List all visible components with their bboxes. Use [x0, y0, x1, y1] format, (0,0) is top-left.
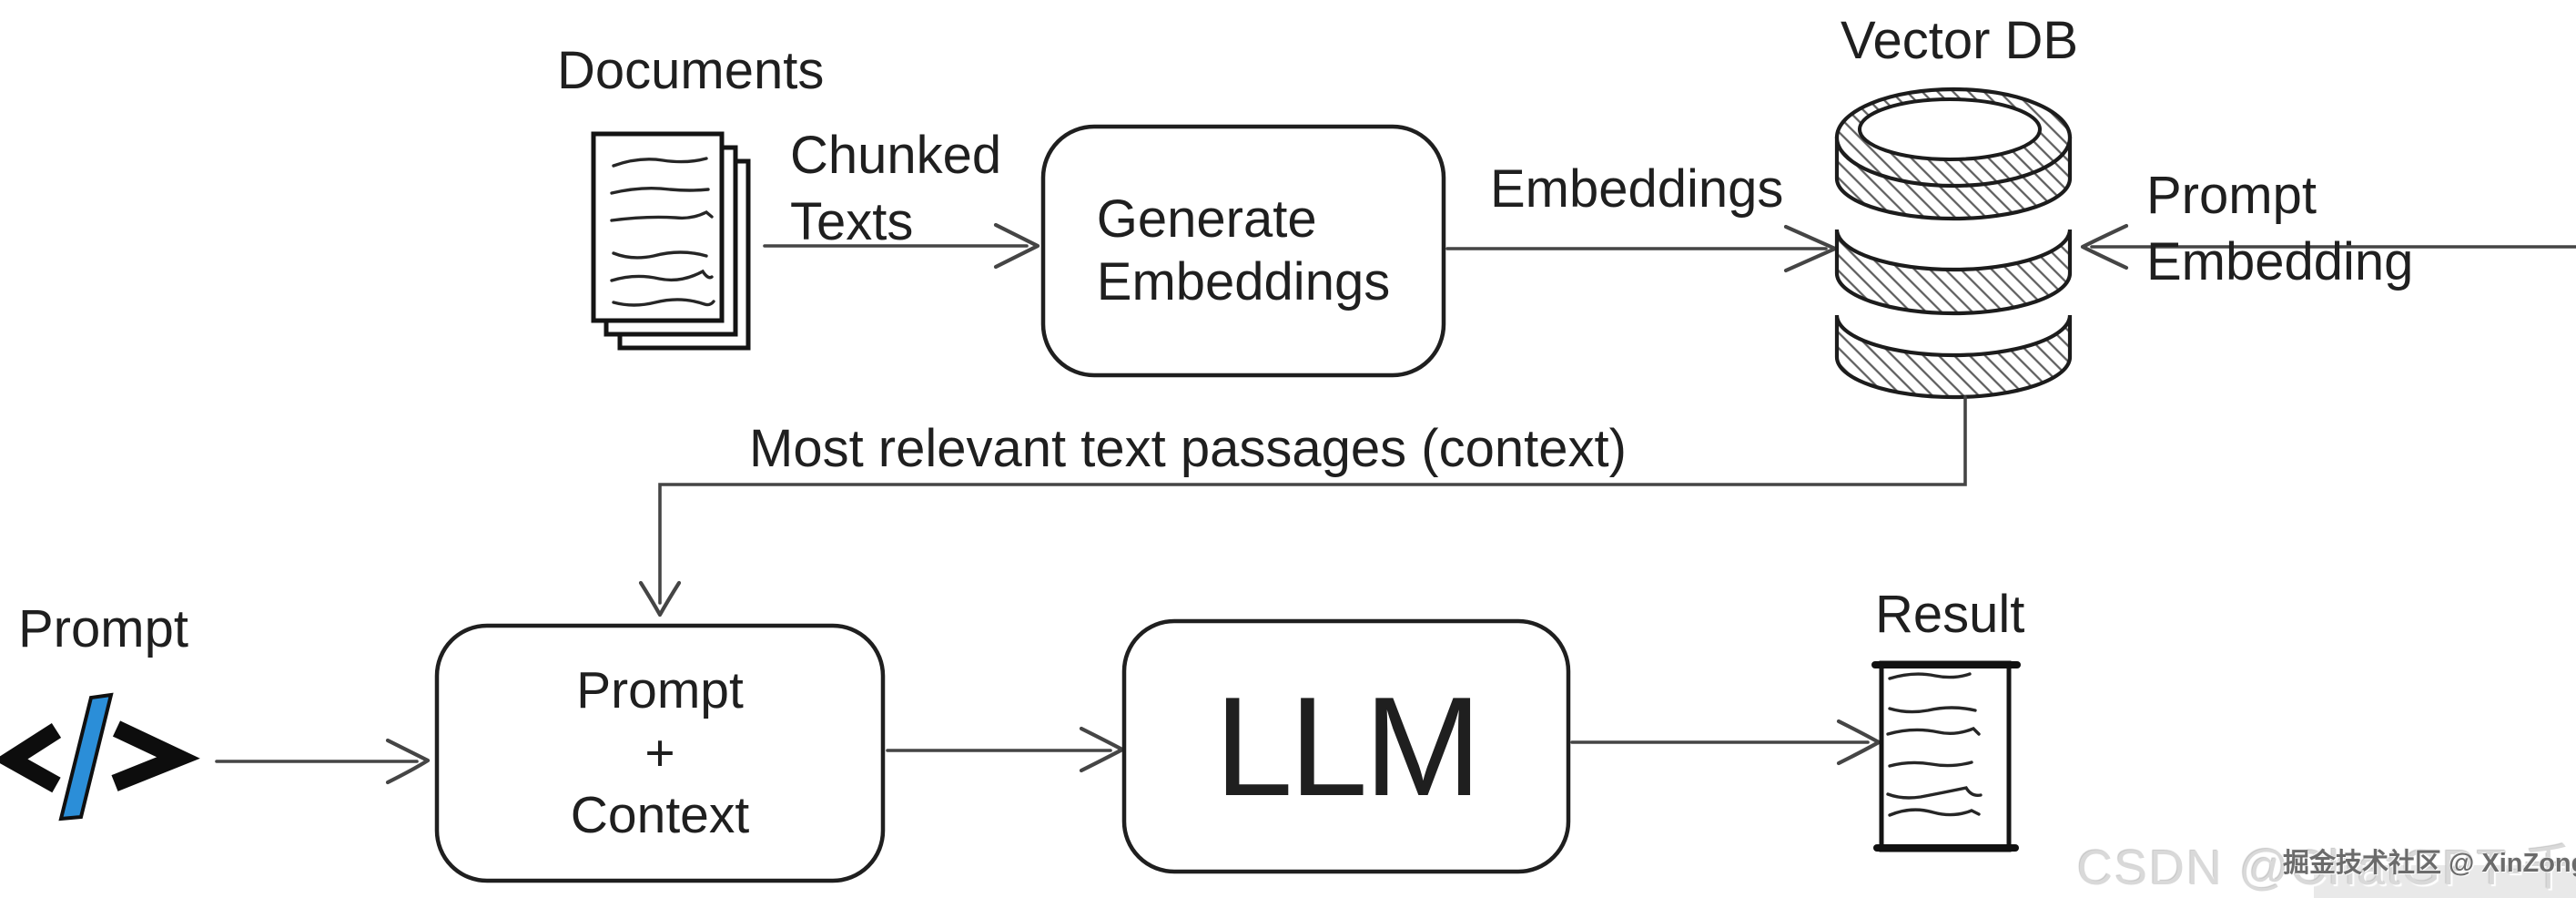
embeddings-label: Embeddings — [1490, 159, 1784, 219]
generate-embeddings-box — [1040, 124, 1446, 378]
context-connector — [638, 395, 1967, 617]
prompt-context-label: Prompt + Context — [437, 626, 883, 881]
prompt-arrow — [215, 738, 431, 785]
context-passages-label: Most relevant text passages (context) — [749, 419, 1627, 478]
llm-text: LLM — [1214, 668, 1482, 825]
documents-label: Documents — [557, 41, 825, 100]
result-icon — [1871, 660, 2021, 852]
context-llm-arrow — [886, 726, 1125, 773]
embeddings-arrow — [1445, 224, 1838, 273]
prompt-context-text: Prompt + Context — [570, 661, 750, 845]
code-icon — [0, 692, 200, 821]
vector-db-icon — [1834, 87, 2073, 400]
watermark-band — [2314, 865, 2576, 898]
watermark-csdn: CSDN @ChatGPT-千鑫 — [2077, 841, 2576, 895]
chunked-texts-label: Chunked Texts — [790, 126, 1002, 252]
prompt-embedding-label: Prompt Embedding — [2146, 166, 2414, 292]
prompt-label: Prompt — [18, 599, 188, 658]
vector-db-label: Vector DB — [1841, 11, 2079, 70]
documents-icon — [591, 131, 751, 351]
result-label: Result — [1875, 585, 2025, 644]
llm-result-arrow — [1570, 719, 1881, 766]
generate-embeddings-text: Generate Embeddings — [1096, 189, 1391, 311]
chunked-texts-arrow — [763, 222, 1040, 270]
prompt-context-box — [434, 623, 886, 883]
prompt-embedding-arrow — [2080, 223, 2576, 270]
generate-embeddings-label: Generate Embeddings — [1043, 127, 1444, 375]
llm-label: LLM — [1124, 621, 1568, 872]
watermark-juejin: 掘金技术社区 @ XinZong — [2283, 849, 2576, 878]
llm-box — [1121, 618, 1571, 874]
